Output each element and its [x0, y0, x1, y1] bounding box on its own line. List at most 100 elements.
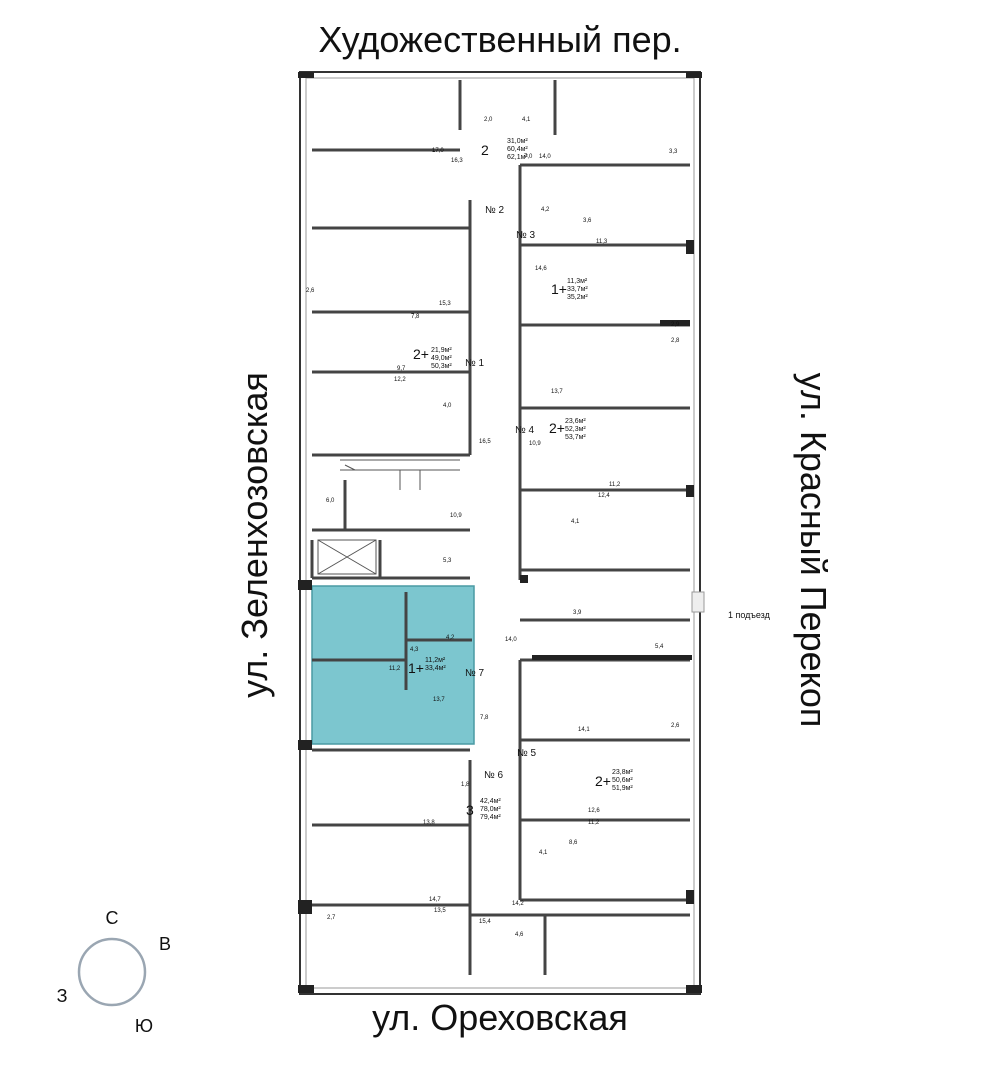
room-area: 11,2: [389, 666, 401, 672]
apartment-labels: № 2 № 3 № 1 № 4 № 7 № 5 № 6: [465, 205, 537, 781]
apt-info-6: 3 42,4м² 78,0м² 79,4м²: [466, 798, 501, 821]
apt-info-4: 2+ 23,6м² 52,3м² 53,7м²: [549, 418, 586, 441]
room-area: 12,2: [394, 377, 406, 383]
apt-living: 21,9м²: [431, 347, 452, 354]
room-area: 5,3: [443, 558, 452, 564]
apt-rooms: 3: [466, 802, 474, 818]
apt-no-6: № 6: [484, 770, 504, 781]
room-area: 4,1: [539, 850, 548, 856]
room-area: 4,1: [522, 117, 531, 123]
street-left-label: ул. Зеленхозовская: [234, 372, 275, 698]
room-area: 13,7: [551, 389, 563, 395]
room-area: 15,4: [479, 919, 491, 925]
building-outline: [299, 71, 701, 995]
apt-info-3: 1+ 11,3м² 33,7м² 35,2м²: [551, 278, 588, 301]
room-area: 4,0: [443, 403, 452, 409]
apt-total-balcony: 79,4м²: [480, 814, 501, 821]
room-area: 13,8: [423, 820, 435, 826]
room-area: 4,1: [571, 519, 580, 525]
apt-no-1: № 1: [465, 358, 485, 369]
room-area: 3,3: [669, 149, 678, 155]
apt-living: 31,0м²: [507, 138, 528, 145]
room-area: 12,4: [598, 493, 610, 499]
selected-apartment: [311, 585, 475, 745]
room-area: 14,2: [512, 901, 524, 907]
room-area: 16,3: [451, 158, 463, 164]
room-area: 4,6: [515, 932, 524, 938]
room-area: 14,0: [539, 154, 551, 160]
apt-living: 23,8м²: [612, 769, 633, 776]
apt-total: 52,3м²: [565, 426, 586, 433]
street-top-label: Художественный пер.: [318, 19, 682, 60]
compass-s: Ю: [135, 1016, 153, 1036]
street-right-label: ул. Красный Перекоп: [793, 372, 834, 728]
inner-wall: [305, 77, 695, 989]
apt-total-balcony: 51,9м²: [612, 785, 633, 792]
room-area: 13,5: [434, 908, 446, 914]
apt-living: 11,3м²: [567, 278, 588, 285]
apt-total: 78,0м²: [480, 806, 501, 813]
room-area: 1,8: [461, 782, 470, 788]
apt-no-2: № 2: [485, 205, 505, 216]
apt-total: 60,4м²: [507, 146, 528, 153]
entrance-label: 1 подъезд: [728, 610, 771, 620]
apt-info-7: 1+ 11,2м² 33,4м²: [408, 657, 446, 676]
room-area: 4,3: [410, 647, 419, 653]
apt-rooms: 1+: [551, 281, 567, 297]
apt-no-4: № 4: [515, 425, 535, 436]
room-area: 6,0: [326, 498, 335, 504]
apt-living: 23,6м²: [565, 418, 586, 425]
apt-total-balcony: 35,2м²: [567, 294, 588, 301]
room-area-labels: 2,0 4,1 17,0 16,3 7,0 14,0 4,2 3,6 11,3 …: [306, 117, 680, 938]
compass-w: З: [57, 986, 68, 1006]
stairwell: [317, 459, 460, 575]
apt-total-balcony: 62,1м²: [507, 154, 528, 161]
room-area: 2,8: [671, 338, 680, 344]
room-area: 14,0: [505, 637, 517, 643]
room-area: 11,2: [588, 820, 600, 826]
apt-total: 50,6м²: [612, 777, 633, 784]
apt-no-5: № 5: [517, 748, 537, 759]
apt-total-balcony: 50,3м²: [431, 363, 452, 370]
compass-e: В: [159, 934, 171, 954]
apt-rooms: 2+: [549, 420, 565, 436]
room-area: 10,9: [529, 441, 541, 447]
apt-no-7: № 7: [465, 668, 485, 679]
compass-n: С: [106, 908, 119, 928]
room-area: 14,6: [535, 266, 547, 272]
apt-rooms: 2+: [595, 773, 611, 789]
room-area: 7,0: [524, 154, 533, 160]
room-area: 11,2: [609, 482, 621, 488]
apt-no-3: № 3: [516, 230, 536, 241]
apt-living: 11,2м²: [425, 657, 446, 664]
room-area: 4,2: [446, 635, 455, 641]
room-area: 2,9: [671, 322, 680, 328]
street-bottom-label: ул. Ореховская: [372, 997, 628, 1038]
outer-wall: [299, 71, 701, 995]
room-area: 11,3: [596, 239, 608, 245]
apt-info-5: 2+ 23,8м² 50,6м² 51,9м²: [595, 769, 633, 792]
apt-rooms: 1+: [408, 660, 424, 676]
room-area: 8,6: [569, 840, 578, 846]
apt-info-2: 2 31,0м² 60,4м² 62,1м²: [481, 138, 528, 161]
room-area: 2,7: [327, 915, 336, 921]
room-area: 9,7: [397, 366, 406, 372]
apt-info-1: 2+ 21,9м² 49,0м² 50,3м²: [413, 346, 452, 370]
room-area: 7,8: [411, 314, 420, 320]
apt-rooms: 2: [481, 142, 489, 158]
room-area: 10,9: [450, 513, 462, 519]
room-area: 5,4: [655, 644, 664, 650]
apt-total: 33,7м²: [567, 286, 588, 293]
room-area: 16,5: [479, 439, 491, 445]
room-area: 12,6: [588, 808, 600, 814]
room-area: 7,8: [480, 715, 489, 721]
apt-total: 49,0м²: [431, 355, 452, 362]
room-area: 2,0: [484, 117, 493, 123]
apt-total-balcony: 53,7м²: [565, 434, 586, 441]
room-area: 4,2: [541, 207, 550, 213]
room-area: 17,0: [432, 148, 444, 154]
room-area: 14,1: [578, 727, 590, 733]
apt-total: 33,4м²: [425, 665, 446, 672]
room-area: 2,6: [306, 288, 315, 294]
